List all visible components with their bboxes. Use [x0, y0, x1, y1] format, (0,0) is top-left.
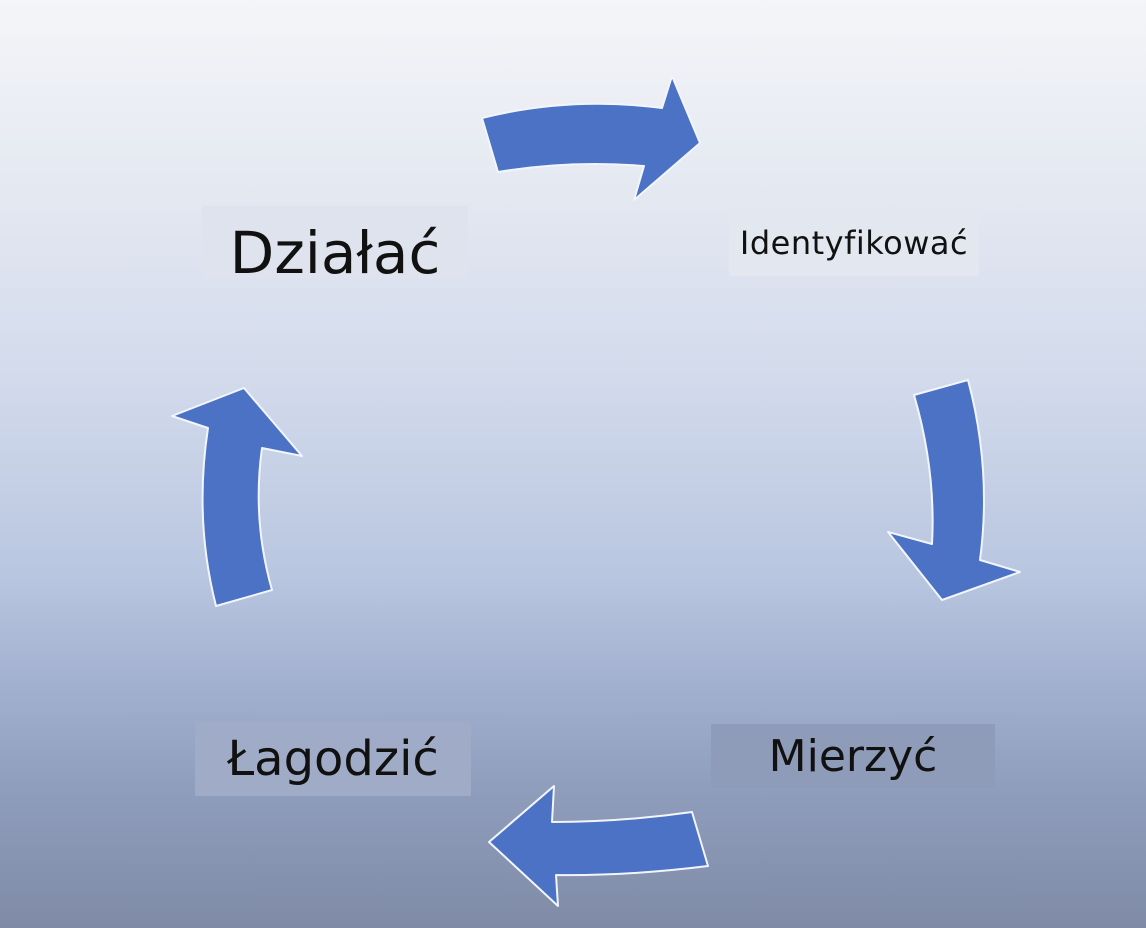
- arrow-mitigate-to-act: [171, 387, 303, 607]
- step-label-identify: Identyfikować: [729, 202, 979, 276]
- step-identify-text: Identyfikować: [739, 224, 969, 262]
- step-act-text: Działać: [229, 219, 441, 278]
- step-mitigate-text: Łagodzić: [227, 731, 439, 787]
- step-label-mitigate: Łagodzić: [195, 722, 471, 796]
- step-label-act: Działać: [202, 206, 468, 278]
- arrow-identify-to-measure: [887, 379, 1021, 601]
- step-label-measure: Mierzyć: [711, 724, 995, 788]
- arrow-measure-to-mitigate: [488, 785, 709, 907]
- step-measure-text: Mierzyć: [768, 730, 938, 782]
- arrow-act-to-identify: [481, 75, 701, 201]
